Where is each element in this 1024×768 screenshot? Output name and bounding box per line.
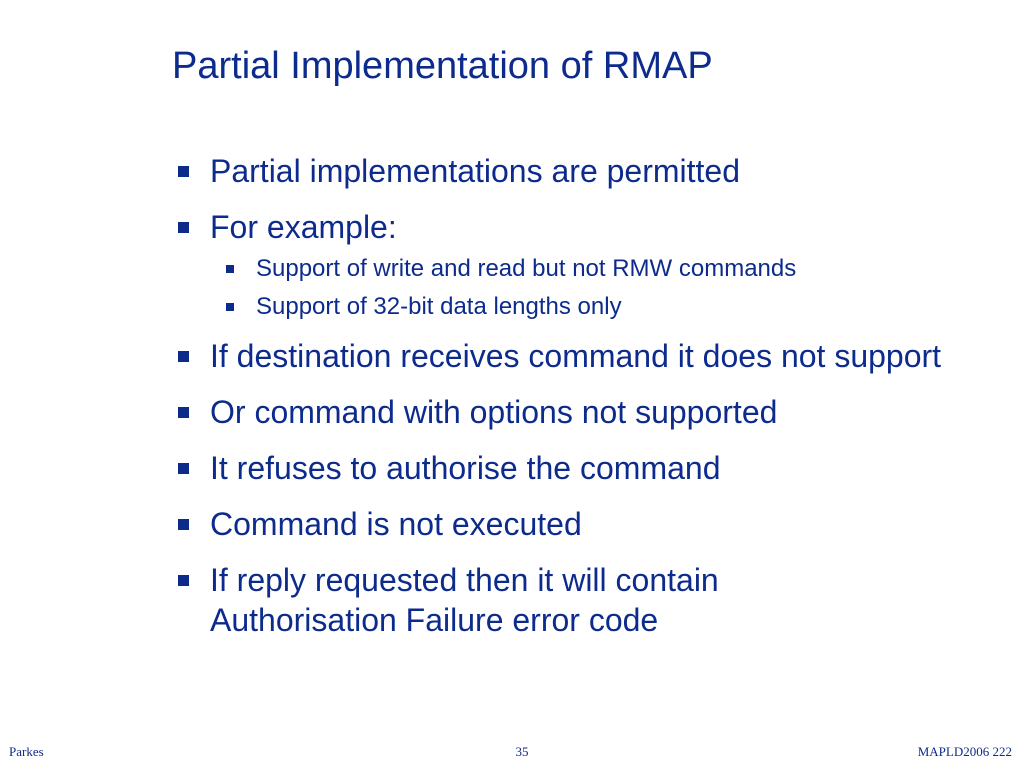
bullet-item: Command is not executed [174,504,1004,544]
square-bullet-icon [226,303,234,311]
bullet-item: For example: [174,207,1004,247]
square-bullet-icon [178,351,189,362]
bullet-text: If destination receives command it does … [210,338,942,374]
sub-bullet-item: Support of write and read but not RMW co… [174,253,1004,285]
slide-title: Partial Implementation of RMAP [172,45,713,87]
bullet-item: If reply requested then it will contain … [174,560,890,640]
bullet-item: Or command with options not supported [174,392,1004,432]
bullet-item: If destination receives command it does … [174,336,1000,376]
sub-bullet-text: Support of 32-bit data lengths only [256,293,622,320]
footer-event: MAPLD2006 222 [917,744,1012,759]
bullet-text: Command is not executed [210,506,582,542]
footer-author: Parkes [9,744,44,759]
square-bullet-icon [226,265,234,273]
bullet-text: It refuses to authorise the command [210,450,721,486]
square-bullet-icon [178,222,189,233]
sub-bullet-item: Support of 32-bit data lengths only [174,291,1004,323]
bullet-item: It refuses to authorise the command [174,448,1004,488]
square-bullet-icon [178,519,189,530]
bullet-list: Partial implementations are permitted Fo… [174,140,1004,656]
bullet-text: If reply requested then it will contain … [210,562,719,638]
square-bullet-icon [178,575,189,586]
bullet-text: For example: [210,209,397,245]
bullet-text: Or command with options not supported [210,394,778,430]
sub-bullet-text: Support of write and read but not RMW co… [256,255,797,282]
bullet-text: Partial implementations are permitted [210,153,741,189]
footer-page-number: 35 [515,744,529,759]
square-bullet-icon [178,407,189,418]
bullet-item: Partial implementations are permitted [174,151,1004,191]
square-bullet-icon [178,463,189,474]
square-bullet-icon [178,166,189,177]
